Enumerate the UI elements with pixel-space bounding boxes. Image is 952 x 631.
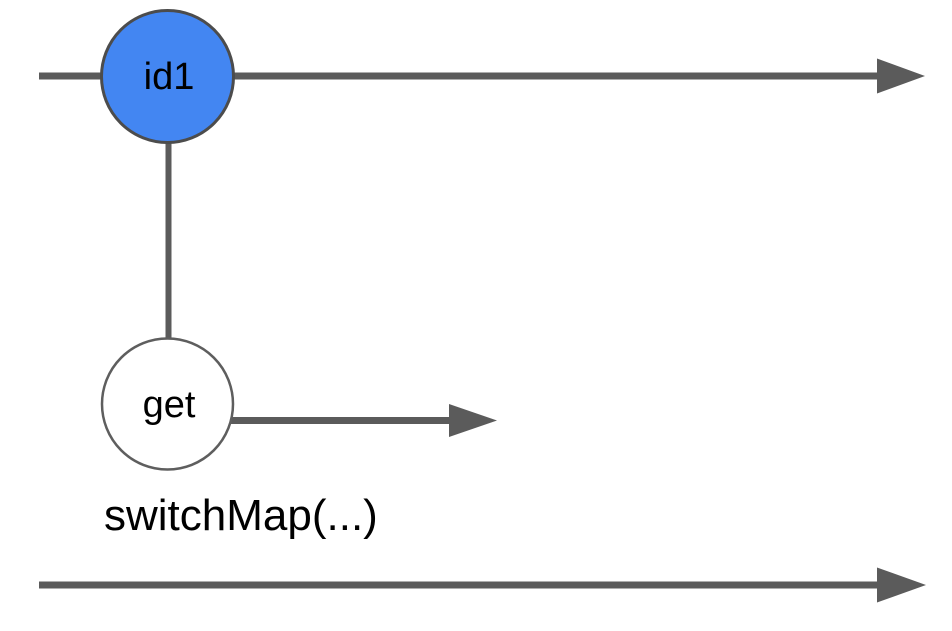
source-event-node[interactable]: id1 [100,9,235,144]
inner-timeline-arrowhead-icon [449,404,497,437]
inner-event-node[interactable]: get [100,337,235,471]
source-event-label: id1 [144,56,195,98]
inner-event-label: get [143,384,196,426]
source-event-marble[interactable] [100,9,235,144]
output-timeline [39,567,926,603]
inner-event-marble[interactable] [100,337,235,471]
operator-label: switchMap(...) [104,491,378,540]
output-timeline-arrowhead-icon [877,567,926,603]
source-timeline-arrowhead-icon [877,58,925,94]
